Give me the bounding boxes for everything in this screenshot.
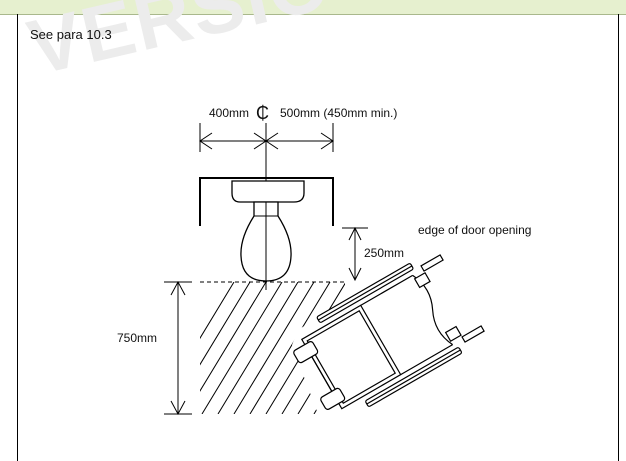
diagram-panel xyxy=(17,14,619,461)
depth-label: 750mm xyxy=(117,331,157,345)
gap-dimension xyxy=(342,226,368,282)
centerline-symbol: ₵ xyxy=(256,103,269,123)
door-edge-label: edge of door opening xyxy=(418,223,531,237)
wheelchair-symbol xyxy=(293,254,485,410)
reference-label: See para 10.3 xyxy=(30,27,112,42)
depth-dimension xyxy=(164,280,192,416)
header-strip xyxy=(0,0,626,15)
left-width-label: 400mm xyxy=(209,106,249,120)
toilet-seat xyxy=(231,180,305,203)
gap-label: 250mm xyxy=(364,246,404,260)
right-width-label: 500mm (450mm min.) xyxy=(280,106,397,120)
cistern-outline xyxy=(199,177,334,226)
